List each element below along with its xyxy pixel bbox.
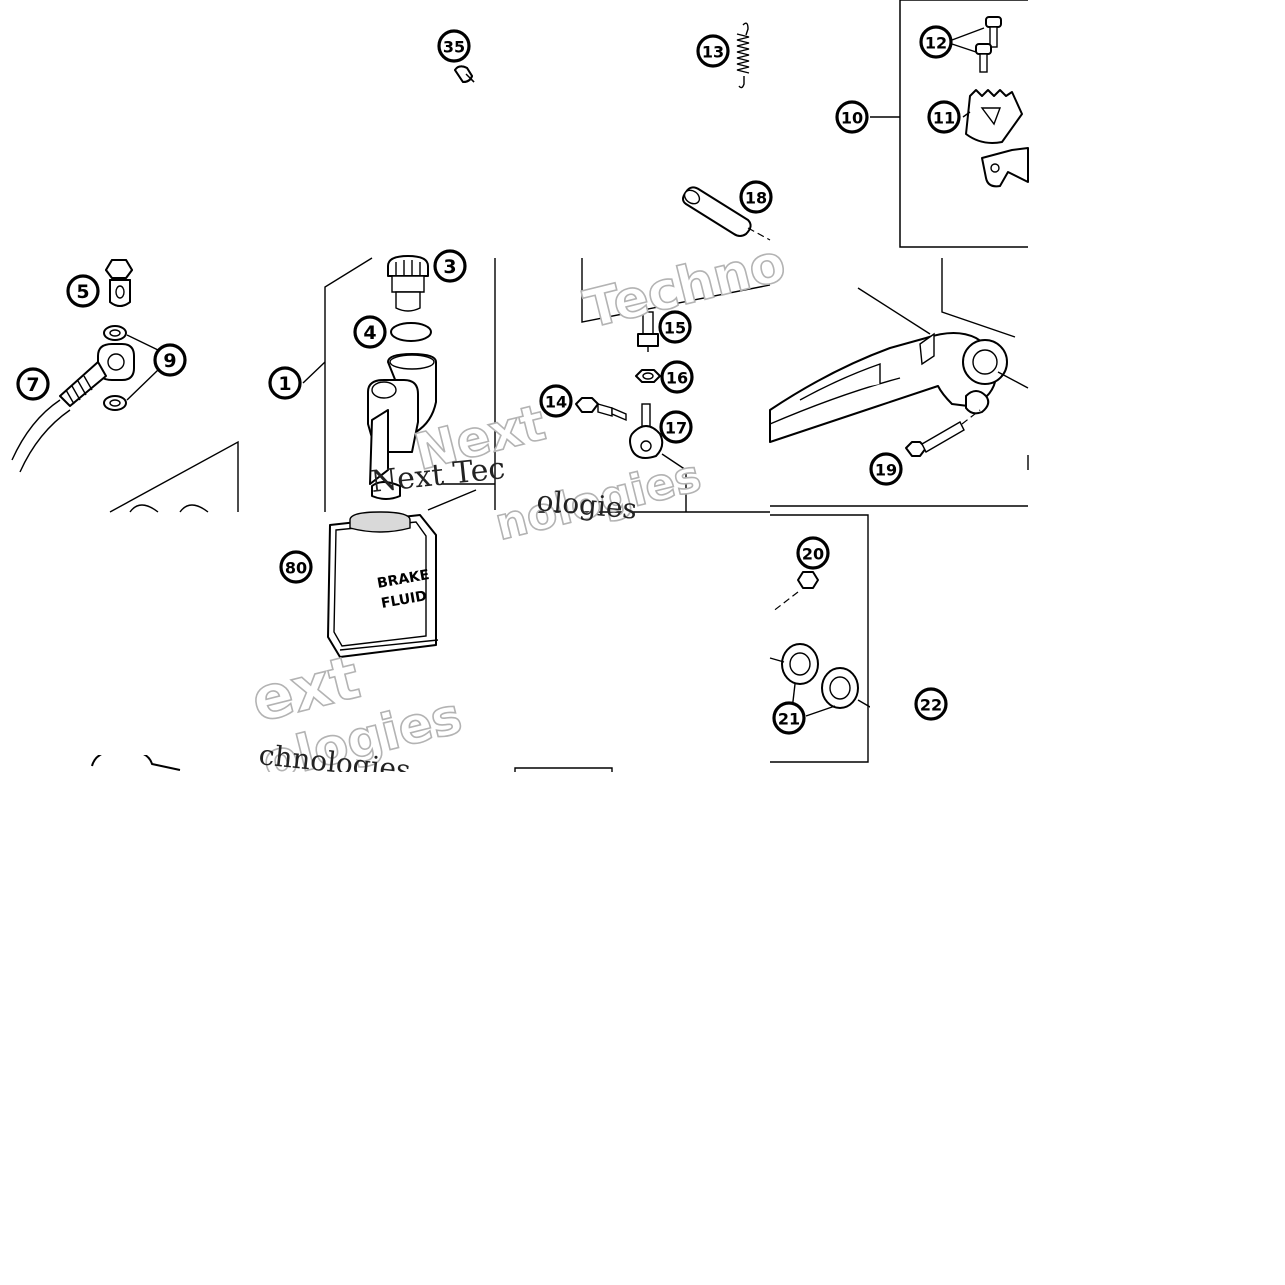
callout-ring: [16, 367, 50, 401]
callout-21: 21: [772, 701, 806, 735]
callout-ring: [539, 384, 573, 418]
callout-number: 1: [278, 373, 291, 395]
callout-ring: [919, 25, 953, 59]
callout-10: 10: [835, 100, 869, 134]
part-20-nut: [771, 571, 819, 613]
can-label-fluid: FLUID: [380, 588, 428, 612]
part-9-washers: [103, 325, 159, 411]
callout-ring: [835, 100, 869, 134]
part-4-o-ring: [390, 322, 432, 342]
callout-9: 9: [153, 343, 187, 377]
callout-ring: [66, 274, 100, 308]
callout-ring: [437, 29, 471, 63]
part-17-rod-end: [629, 403, 687, 471]
part-18-pin: [682, 186, 771, 241]
callout-ring: [433, 249, 467, 283]
callout-ring: [914, 687, 948, 721]
callout-number: 22: [920, 696, 942, 715]
panel-frames: [109, 0, 1029, 772]
callout-ring: [279, 550, 313, 584]
callout-ring: [658, 310, 692, 344]
callout-ring: [739, 180, 773, 214]
callout-number: 35: [443, 38, 465, 57]
callout-number: 13: [702, 43, 724, 62]
callout-number: 4: [363, 322, 376, 344]
callout-ring: [772, 701, 806, 735]
callout-ring: [659, 410, 693, 444]
callout-18: 18: [739, 180, 773, 214]
callout-5: 5: [66, 274, 100, 308]
part-1-master-cylinder: [367, 353, 437, 500]
part-21-bearings: [769, 643, 897, 723]
callout-number: 11: [933, 109, 955, 128]
part-14-bolt: [575, 397, 627, 422]
callout-ring: [869, 452, 903, 486]
callout-number: 15: [664, 319, 686, 338]
callout-number: 12: [925, 34, 947, 53]
callout-number: 18: [745, 189, 767, 208]
callout-19: 19: [869, 452, 903, 486]
callout-ring: [796, 536, 830, 570]
callout-14: 14: [539, 384, 573, 418]
callout-number: 9: [163, 350, 176, 372]
callout-number: 3: [443, 256, 456, 278]
part-brake-pedal: [769, 287, 1029, 443]
callout-ring: [696, 34, 730, 68]
callout-ring: [927, 100, 961, 134]
callout-number: 80: [285, 559, 307, 578]
leader-lines: [302, 27, 985, 511]
callout-number: 19: [875, 461, 897, 480]
callout-35: 35: [437, 29, 471, 63]
callout-number: 7: [26, 374, 39, 396]
part-15-bleed-nipple: [637, 311, 659, 352]
callout-number: 21: [778, 710, 800, 729]
callout-7: 7: [16, 367, 50, 401]
callout-number: 14: [545, 393, 567, 412]
callout-4: 4: [353, 315, 387, 349]
part-12-screws: [975, 16, 1002, 73]
callout-13: 13: [696, 34, 730, 68]
callout-12: 12: [919, 25, 953, 59]
callout-3: 3: [433, 249, 467, 283]
callout-22: 22: [914, 687, 948, 721]
callout-1: 1: [268, 366, 302, 400]
callout-number: 5: [76, 281, 89, 303]
callout-16: 16: [660, 360, 694, 394]
callout-ring: [268, 366, 302, 400]
callout-17: 17: [659, 410, 693, 444]
callout-ring: [353, 315, 387, 349]
part-16-nut: [635, 369, 661, 383]
part-7-brake-hose: [11, 343, 135, 473]
part-13-spring: [736, 22, 750, 89]
part-19-pin: [905, 409, 981, 457]
callout-number: 20: [802, 545, 824, 564]
callout-ring: [660, 360, 694, 394]
part-80-brake-fluid-can: BRAKE FLUID: [327, 511, 439, 658]
part-3-reservoir-cap: [387, 255, 429, 312]
callout-15: 15: [658, 310, 692, 344]
callout-number: 17: [665, 419, 687, 438]
callout-80: 80: [279, 550, 313, 584]
watermark-next-tech: Next Tec: [369, 451, 507, 500]
callout-20: 20: [796, 536, 830, 570]
callout-number: 10: [841, 109, 863, 128]
part-11-footrest-plate: [965, 89, 1029, 188]
part-5-banjo-bolt-visible: [105, 259, 133, 307]
callout-number: 16: [666, 369, 688, 388]
callout-11: 11: [927, 100, 961, 134]
part-35-bolt-visible: [454, 65, 475, 83]
callout-ring: [153, 343, 187, 377]
